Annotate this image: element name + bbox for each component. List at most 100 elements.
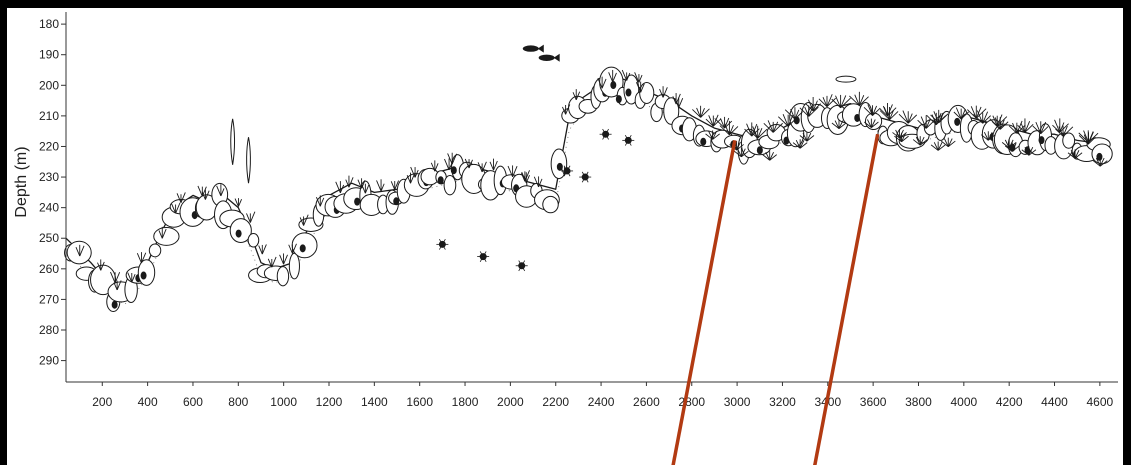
coral-branch bbox=[901, 135, 909, 143]
urchin-spine bbox=[479, 256, 484, 262]
x-tick-label: 1400 bbox=[361, 395, 388, 409]
coral-branch bbox=[840, 97, 851, 109]
coral-branch bbox=[468, 159, 473, 169]
coral-branch bbox=[784, 109, 796, 120]
coral-branch bbox=[912, 139, 921, 146]
coral-branch bbox=[524, 170, 530, 182]
urchin-spine bbox=[482, 251, 487, 257]
coral-branch bbox=[712, 131, 717, 140]
coral-branch bbox=[1007, 143, 1013, 152]
coral-branch bbox=[790, 108, 796, 120]
coral-branch bbox=[216, 185, 222, 197]
seabed-drawing bbox=[64, 44, 1113, 312]
coral-branch bbox=[960, 108, 966, 120]
urchin-spine bbox=[518, 265, 523, 272]
x-tick-label: 200 bbox=[92, 395, 112, 409]
coral-branch bbox=[410, 172, 416, 184]
coral-branch bbox=[838, 120, 844, 129]
coral-branch bbox=[818, 98, 828, 107]
coral-branch bbox=[1074, 150, 1080, 159]
coral-branch bbox=[572, 92, 577, 100]
coral-branch bbox=[507, 165, 514, 177]
urchin-spine bbox=[482, 256, 487, 262]
dark-organism bbox=[1038, 136, 1045, 145]
coral-branch bbox=[919, 139, 928, 146]
coral-branch bbox=[238, 199, 242, 207]
coral-branch bbox=[933, 111, 940, 124]
coral-branch bbox=[894, 135, 902, 143]
coral-branch bbox=[889, 110, 894, 120]
coral-branch bbox=[1024, 124, 1034, 133]
urchin-spine bbox=[518, 260, 523, 266]
coral-branch bbox=[520, 172, 526, 182]
coral-branch bbox=[975, 106, 982, 119]
boulder bbox=[1062, 132, 1076, 149]
coral-branch bbox=[799, 139, 805, 149]
coral-branch bbox=[1058, 126, 1064, 137]
coral-branch bbox=[1028, 147, 1034, 156]
coral-branch bbox=[271, 256, 277, 268]
coral-branch bbox=[795, 139, 801, 149]
coral-branch bbox=[831, 98, 841, 109]
boulder bbox=[288, 252, 300, 280]
coral-branch bbox=[907, 114, 918, 124]
coral-branch bbox=[279, 254, 284, 265]
dark-organism bbox=[140, 271, 147, 280]
x-tick-label: 1800 bbox=[452, 395, 479, 409]
coral-branch bbox=[792, 142, 801, 149]
coral-branch bbox=[538, 178, 543, 188]
coral-branch bbox=[719, 125, 730, 136]
dark-organism bbox=[756, 146, 763, 155]
urchin-spine bbox=[624, 134, 629, 141]
urchin-spine bbox=[479, 251, 484, 257]
urchin-spine bbox=[566, 165, 571, 172]
boulder bbox=[1091, 143, 1113, 165]
coral-branch bbox=[608, 72, 614, 83]
coral-branch bbox=[859, 96, 869, 106]
coral-branch bbox=[892, 132, 900, 139]
y-tick-label: 220 bbox=[39, 139, 59, 153]
coral-branch bbox=[1095, 157, 1101, 167]
dark-organism bbox=[111, 300, 118, 309]
coral-branch bbox=[787, 117, 797, 127]
coral-branch bbox=[960, 111, 969, 120]
coral-branch bbox=[299, 217, 305, 226]
urchin-spine bbox=[566, 170, 571, 177]
coral-branch bbox=[1059, 123, 1069, 133]
coral-branch bbox=[1070, 150, 1076, 159]
coral-branch bbox=[872, 105, 878, 116]
coral-branch bbox=[835, 95, 842, 108]
coral-branch bbox=[889, 111, 899, 121]
coral-branch bbox=[339, 184, 345, 193]
coral-branch bbox=[1099, 160, 1108, 167]
coral-branch bbox=[700, 108, 705, 118]
fish-tail bbox=[537, 44, 544, 53]
coral-branch bbox=[799, 142, 808, 149]
coral-branch bbox=[434, 163, 439, 172]
coral-branch bbox=[930, 114, 940, 124]
coral-branch bbox=[777, 116, 789, 127]
coral-branch bbox=[799, 135, 808, 142]
coral-branch bbox=[1032, 125, 1042, 135]
coral-branch bbox=[1083, 134, 1089, 145]
coral-branch bbox=[772, 122, 783, 133]
coral-branch bbox=[390, 181, 396, 190]
coral-branch bbox=[955, 107, 962, 120]
coral-branch bbox=[414, 169, 419, 178]
fish bbox=[538, 54, 555, 61]
coral-branch bbox=[1087, 131, 1094, 145]
coral-branch bbox=[987, 131, 993, 141]
boulder bbox=[229, 218, 252, 244]
coral-branch bbox=[696, 107, 702, 118]
coral-branch bbox=[1020, 122, 1026, 133]
coral-branch bbox=[1062, 126, 1074, 137]
coral-branch bbox=[741, 150, 749, 158]
coral-branch bbox=[757, 128, 768, 139]
coral-branch bbox=[361, 179, 366, 189]
urchin-spine bbox=[442, 238, 446, 245]
fish bbox=[835, 75, 857, 83]
coral-branch bbox=[489, 161, 494, 171]
coral-branch bbox=[315, 196, 321, 207]
boulder bbox=[153, 226, 180, 246]
coral-branch bbox=[915, 136, 921, 146]
